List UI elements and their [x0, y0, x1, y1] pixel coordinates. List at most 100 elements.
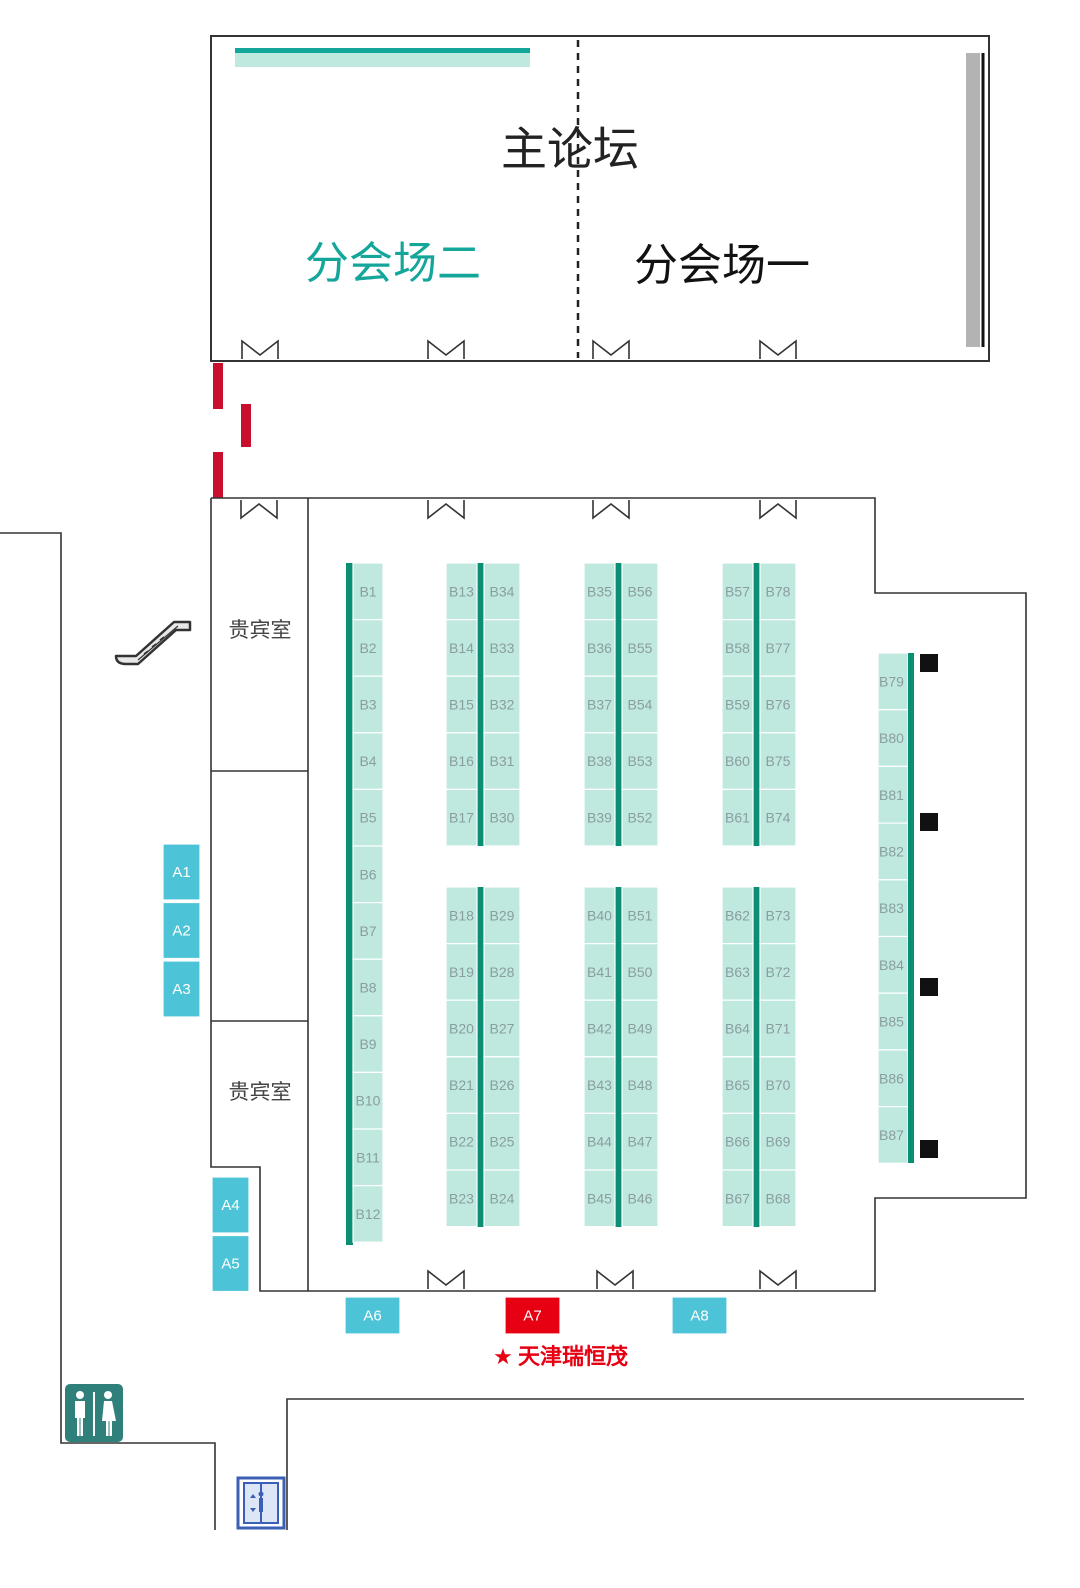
booth-B8[interactable] — [352, 958, 384, 1017]
booth-B61[interactable] — [721, 788, 754, 847]
booth-B49[interactable] — [621, 999, 659, 1058]
booth-row-divider — [908, 653, 914, 1163]
booth-B76[interactable] — [759, 675, 797, 734]
booth-B73[interactable] — [759, 886, 797, 945]
booth-A1[interactable] — [162, 843, 201, 901]
booth-B15[interactable] — [445, 675, 478, 734]
booth-B44[interactable] — [583, 1112, 616, 1171]
booth-B87[interactable] — [877, 1105, 909, 1164]
booth-B75[interactable] — [759, 732, 797, 790]
booth-label: B36 — [587, 640, 612, 656]
booth-label: B22 — [449, 1134, 474, 1150]
booth-B22[interactable] — [445, 1112, 478, 1171]
booth-label: B14 — [449, 640, 474, 656]
booth-A6[interactable] — [344, 1296, 401, 1335]
booth-label: B34 — [490, 583, 515, 599]
escalator-icon — [114, 620, 192, 666]
door-icon[interactable] — [427, 339, 465, 359]
booth-A5[interactable] — [211, 1234, 250, 1293]
booth-B26[interactable] — [483, 1056, 521, 1115]
booth-B17[interactable] — [445, 788, 478, 847]
booth-B12[interactable] — [352, 1184, 384, 1243]
door-icon[interactable] — [240, 500, 278, 520]
booth-A8[interactable] — [671, 1296, 728, 1335]
booth-B29[interactable] — [483, 886, 521, 945]
door-icon[interactable] — [596, 1269, 634, 1289]
booth-B24[interactable] — [483, 1169, 521, 1228]
booth-B63[interactable] — [721, 942, 754, 1001]
booth-B7[interactable] — [352, 901, 384, 960]
booth-B30[interactable] — [483, 788, 521, 847]
booth-B33[interactable] — [483, 618, 521, 677]
booth-B45[interactable] — [583, 1169, 616, 1228]
booth-A4[interactable] — [211, 1176, 250, 1234]
booth-B42[interactable] — [583, 999, 616, 1058]
booth-B20[interactable] — [445, 999, 478, 1058]
booth-B81[interactable] — [877, 765, 909, 824]
door-icon[interactable] — [241, 339, 279, 359]
passage-markers — [213, 363, 251, 498]
booth-B68[interactable] — [759, 1169, 797, 1228]
booth-B16[interactable] — [445, 732, 478, 790]
booth-A2[interactable] — [162, 901, 201, 960]
booth-B9[interactable] — [352, 1015, 384, 1073]
booth-B35[interactable] — [583, 562, 616, 621]
vip-room-label: 贵宾室 — [229, 1080, 292, 1104]
booth-label: B37 — [587, 697, 612, 713]
door-icon[interactable] — [427, 1269, 465, 1289]
booth-B21[interactable] — [445, 1056, 478, 1115]
booth-label: B58 — [725, 640, 750, 656]
booth-layer: B1B2B3B4B5B6B7B8B9B10B11B12B13B14B15B16B… — [162, 562, 914, 1335]
booth-A7[interactable] — [504, 1296, 561, 1335]
booth-B46[interactable] — [621, 1169, 659, 1228]
booth-B85[interactable] — [877, 992, 909, 1051]
booth-B40[interactable] — [583, 886, 616, 945]
door-icon[interactable] — [759, 500, 797, 520]
booth-label: B77 — [766, 640, 791, 656]
booth-B47[interactable] — [621, 1112, 659, 1171]
booth-B70[interactable] — [759, 1056, 797, 1115]
booth-label: B63 — [725, 964, 750, 980]
booth-B13[interactable] — [445, 562, 478, 621]
booth-B28[interactable] — [483, 942, 521, 1001]
booth-B31[interactable] — [483, 732, 521, 790]
booth-B60[interactable] — [721, 732, 754, 790]
door-icon[interactable] — [759, 339, 797, 359]
booth-B14[interactable] — [445, 618, 478, 677]
booth-B34[interactable] — [483, 562, 521, 621]
booth-B52[interactable] — [621, 788, 659, 847]
booth-B41[interactable] — [583, 942, 616, 1001]
booth-B36[interactable] — [583, 618, 616, 677]
booth-B39[interactable] — [583, 788, 616, 847]
booth-B77[interactable] — [759, 618, 797, 677]
door-icon[interactable] — [427, 500, 465, 520]
door-icon[interactable] — [592, 339, 630, 359]
booth-B25[interactable] — [483, 1112, 521, 1171]
door-icon[interactable] — [759, 1269, 797, 1289]
booth-B48[interactable] — [621, 1056, 659, 1115]
booth-B11[interactable] — [352, 1128, 384, 1187]
booth-B27[interactable] — [483, 999, 521, 1058]
booth-B67[interactable] — [721, 1169, 754, 1228]
booth-B64[interactable] — [721, 999, 754, 1058]
booth-label: B84 — [879, 957, 904, 973]
door-icon[interactable] — [592, 500, 630, 520]
booth-label: B12 — [356, 1206, 381, 1222]
booth-B66[interactable] — [721, 1112, 754, 1171]
booth-B1[interactable] — [352, 562, 384, 621]
booth-B19[interactable] — [445, 942, 478, 1001]
booth-B71[interactable] — [759, 999, 797, 1058]
booth-B23[interactable] — [445, 1169, 478, 1228]
booth-B58[interactable] — [721, 618, 754, 677]
booth-B62[interactable] — [721, 886, 754, 945]
booth-B84[interactable] — [877, 935, 909, 994]
booth-A3[interactable] — [162, 960, 201, 1018]
booth-B51[interactable] — [621, 886, 659, 945]
booth-B74[interactable] — [759, 788, 797, 847]
booth-label: B43 — [587, 1077, 612, 1093]
booth-label: B3 — [359, 697, 376, 713]
restroom-icon — [65, 1384, 123, 1442]
booth-label: B15 — [449, 697, 474, 713]
booth-B38[interactable] — [583, 732, 616, 790]
booth-label: B13 — [449, 583, 474, 599]
